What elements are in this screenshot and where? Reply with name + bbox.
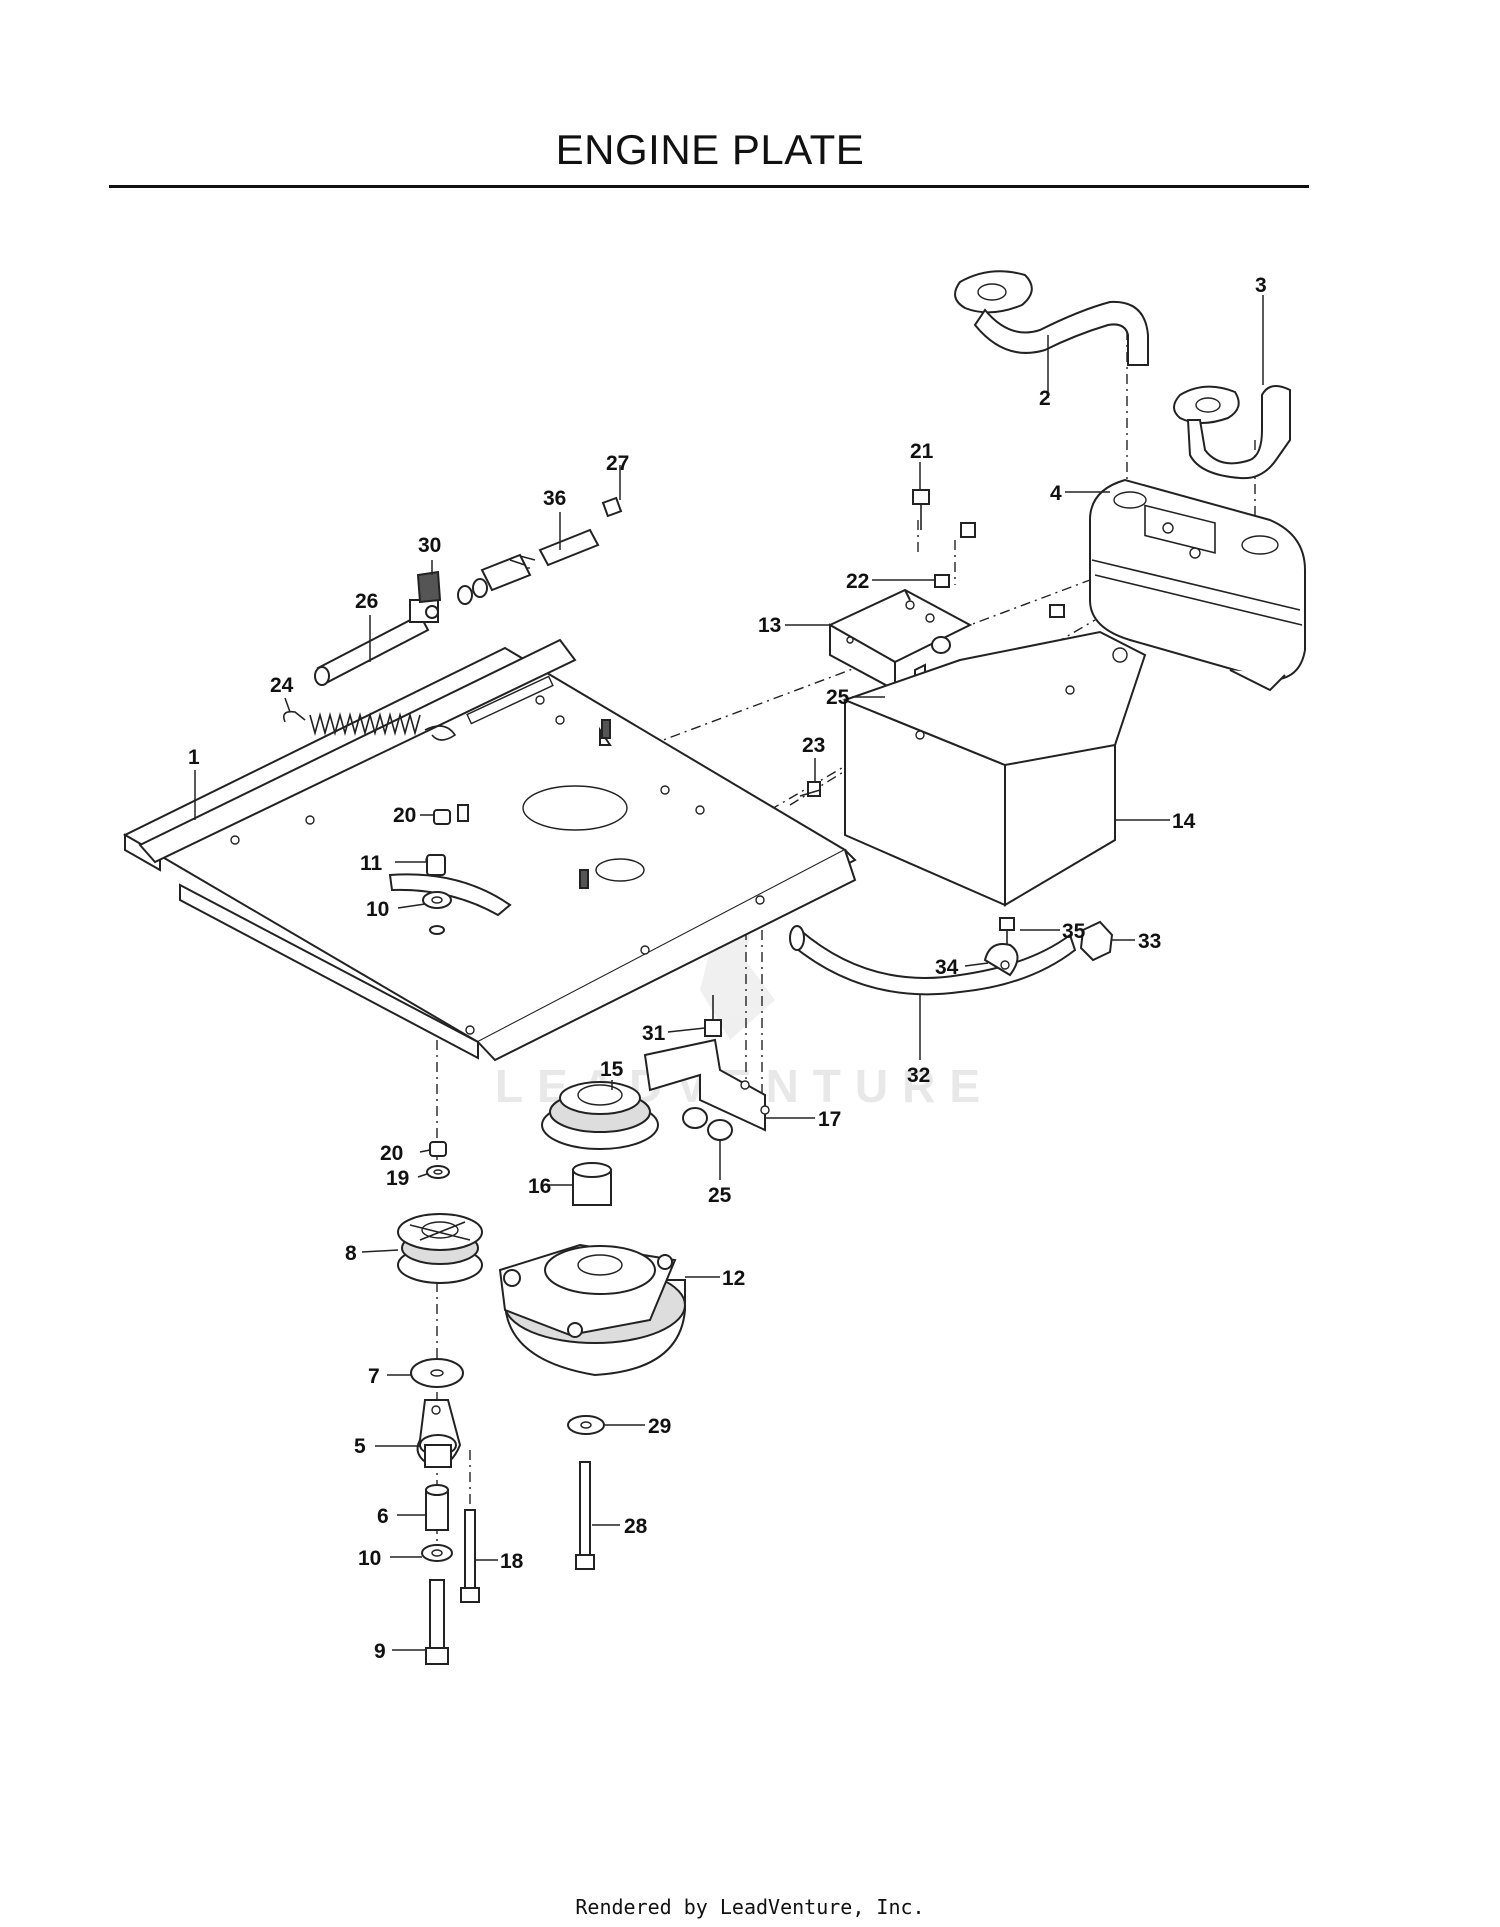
callout-22: 22 [846,570,869,593]
part-19-washer [426,1165,450,1179]
callout-25-lower: 25 [708,1184,732,1207]
callout-33: 33 [1138,930,1161,953]
callout-6: 6 [377,1505,389,1528]
callout-21: 21 [910,440,934,463]
part-3-exhaust-pipe [1173,385,1291,480]
part-31-bolt [704,995,722,1037]
callout-26: 26 [355,590,378,613]
part-28-bolt [575,1461,595,1570]
part-33-fitting [1079,920,1114,962]
callout-18: 18 [500,1550,524,1573]
part-5-idler-arm [416,1399,462,1468]
part-23-bolt [799,781,821,797]
callout-20-upper: 20 [393,804,416,827]
title-rule [109,185,1309,188]
callout-3: 3 [1255,274,1267,297]
callout-27: 27 [606,452,629,475]
part-8-idler-pulley [397,1213,483,1284]
part-32-hose [789,925,1077,996]
callout-32: 32 [907,1064,930,1087]
part-34-clamp [983,943,1019,977]
part-22-bolt [934,574,1065,618]
callout-8: 8 [345,1242,357,1265]
part-10-washer-upper [422,891,452,935]
part-16-bushing [572,1162,612,1206]
callout-7: 7 [368,1365,380,1388]
part-7-washer [410,1358,464,1388]
part-11-stud [426,854,446,876]
callout-34: 34 [935,956,959,979]
part-14-heat-shield [842,630,1147,907]
callout-1: 1 [188,746,200,769]
callout-14: 14 [1172,810,1196,833]
part-25-nuts-lower [682,1107,733,1141]
callout-5: 5 [354,1435,366,1458]
page-title: ENGINE PLATE [555,126,865,173]
part-10-washer-lower [421,1544,453,1562]
part-2-exhaust-pipe [954,270,1149,366]
callout-19: 19 [386,1167,409,1190]
callout-31: 31 [642,1022,666,1045]
callout-10-lower: 10 [358,1547,381,1570]
callout-11: 11 [360,852,383,875]
part-15-pulley [541,1081,659,1150]
part-27-fitting [457,496,623,605]
part-29-washer [567,1415,605,1435]
callout-10-upper: 10 [366,898,389,921]
callout-16: 16 [528,1175,551,1198]
callout-30: 30 [418,534,441,557]
part-35-bolt [999,917,1015,945]
part-6-spacer [425,1484,449,1531]
callout-4: 4 [1050,482,1062,505]
part-20-nut-upper [433,804,469,825]
part-36-fuel-hose [480,528,600,592]
callout-25-upper: 25 [826,686,850,709]
part-20-nut-lower [429,1141,447,1157]
callout-20-lower: 20 [380,1142,403,1165]
callout-23: 23 [802,734,825,757]
callout-labels: 1 2 3 4 5 6 7 8 9 10 10 11 12 13 14 15 1… [188,274,1267,1663]
leader-lines [194,295,1264,1651]
part-24-spring [282,710,457,741]
callout-29: 29 [648,1415,671,1438]
part-9-bolt [425,1579,449,1665]
footer-credit: Rendered by LeadVenture, Inc. [575,1895,925,1919]
callout-13: 13 [758,614,781,637]
callout-15: 15 [600,1058,624,1081]
part-30-fuel-valve [409,570,442,623]
callout-2: 2 [1039,387,1051,410]
part-18-bolt [460,1509,480,1603]
part-26-tube [314,613,430,686]
callout-28: 28 [624,1515,648,1538]
part-4-muffler [1089,478,1306,692]
callout-24: 24 [270,674,294,697]
callout-9: 9 [374,1640,386,1663]
callout-36: 36 [543,487,566,510]
part-21-bolt [912,489,976,538]
part-1-engine-plate [122,638,857,1062]
part-17-bracket [643,1038,770,1132]
part-12-clutch [498,1243,686,1377]
callout-17: 17 [818,1108,841,1131]
callout-35: 35 [1062,920,1086,943]
callout-12: 12 [722,1267,745,1290]
